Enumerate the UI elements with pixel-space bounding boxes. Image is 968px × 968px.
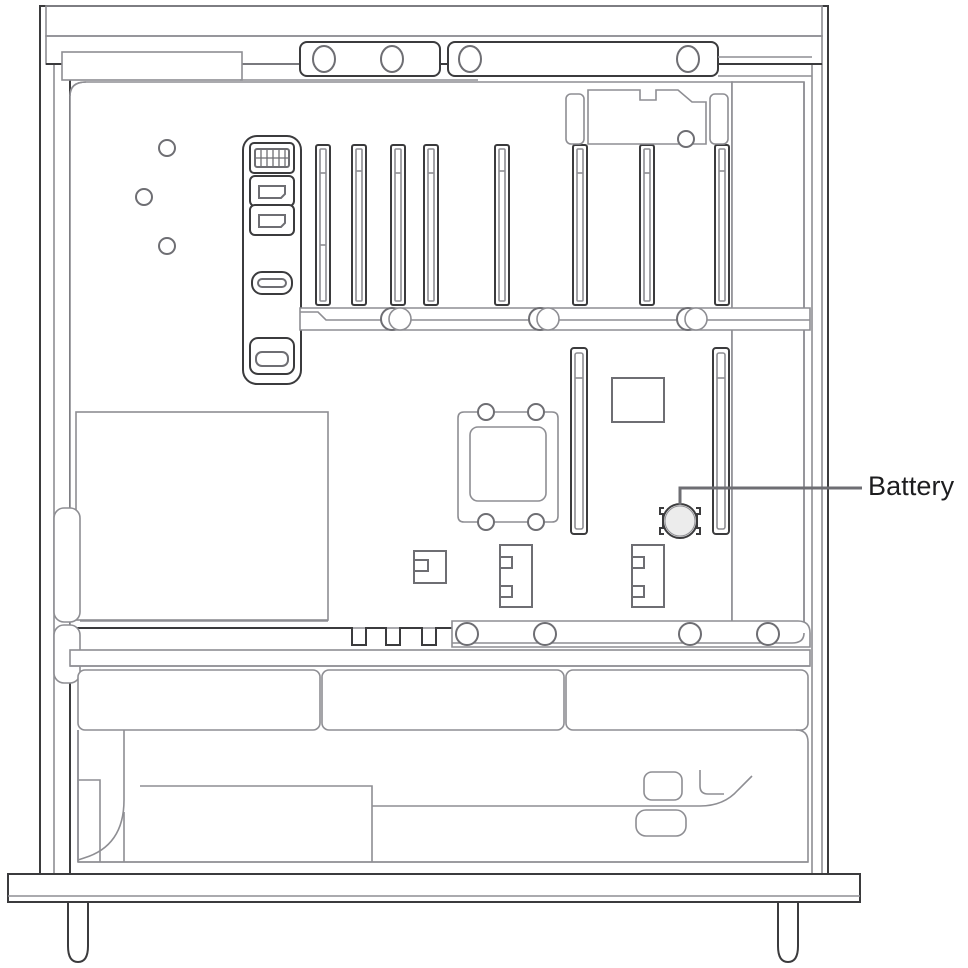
pcie-retention-bar xyxy=(299,307,811,331)
chipset-chip xyxy=(611,377,665,423)
foot-left xyxy=(67,901,89,964)
lower-chassis-bar xyxy=(69,649,811,667)
dimm-slot-right xyxy=(712,347,730,535)
cpu-mount-hole-tr xyxy=(527,403,545,421)
fan-module-2 xyxy=(321,669,565,731)
cpu-mount-hole-br xyxy=(527,513,545,531)
pcie-slot-6 xyxy=(572,144,588,306)
connector-power-1 xyxy=(499,544,533,608)
duct-tab-lower xyxy=(635,809,687,837)
port-hdmi-1 xyxy=(249,175,295,207)
connector-power-2 xyxy=(631,544,665,608)
fan-module-3 xyxy=(565,669,809,731)
port-usb-c xyxy=(251,271,293,295)
port-hdmi-2 xyxy=(249,204,295,236)
standoff-hole-2 xyxy=(135,188,153,206)
coin-cell-battery xyxy=(659,503,701,539)
io-panel xyxy=(242,135,302,385)
foot-right xyxy=(777,901,799,964)
fan-module-1 xyxy=(77,669,321,731)
pcie-slot-8 xyxy=(714,144,730,306)
power-supply-block xyxy=(53,411,329,684)
lower-rail xyxy=(451,620,811,648)
duct-tab-upper xyxy=(643,771,683,801)
pcie-slot-7 xyxy=(639,144,655,306)
connector-small xyxy=(413,550,447,584)
pcie-slot-4 xyxy=(423,144,439,306)
upper-right-bracket xyxy=(565,89,729,148)
base-plate-assembly xyxy=(7,873,861,964)
top-handle-bar-right xyxy=(447,41,719,77)
port-pin-header xyxy=(249,142,295,174)
cpu-socket xyxy=(457,403,559,531)
right-side-panel xyxy=(731,81,805,629)
air-duct xyxy=(77,729,809,863)
top-handle-assembly xyxy=(46,41,822,81)
dimm-slot-left xyxy=(570,347,588,535)
board-connector-group xyxy=(413,544,665,608)
pcie-slot-2 xyxy=(351,144,367,306)
standoff-hole-group xyxy=(135,139,176,255)
port-ethernet xyxy=(249,337,295,375)
pcie-slot-group xyxy=(315,144,730,306)
battery-callout-label: Battery xyxy=(868,471,955,501)
pcie-slot-3 xyxy=(390,144,406,306)
cpu-mount-hole-tl xyxy=(477,403,495,421)
pcie-slot-1 xyxy=(315,144,331,306)
top-handle-bar-left xyxy=(299,41,441,77)
standoff-hole-3 xyxy=(158,237,176,255)
fan-module-group xyxy=(77,669,809,731)
cpu-mount-hole-bl xyxy=(477,513,495,531)
standoff-hole-1 xyxy=(158,139,176,157)
pcie-slot-5 xyxy=(494,144,510,306)
battery-leader-line xyxy=(678,486,862,505)
board-edge-notches xyxy=(70,627,732,646)
